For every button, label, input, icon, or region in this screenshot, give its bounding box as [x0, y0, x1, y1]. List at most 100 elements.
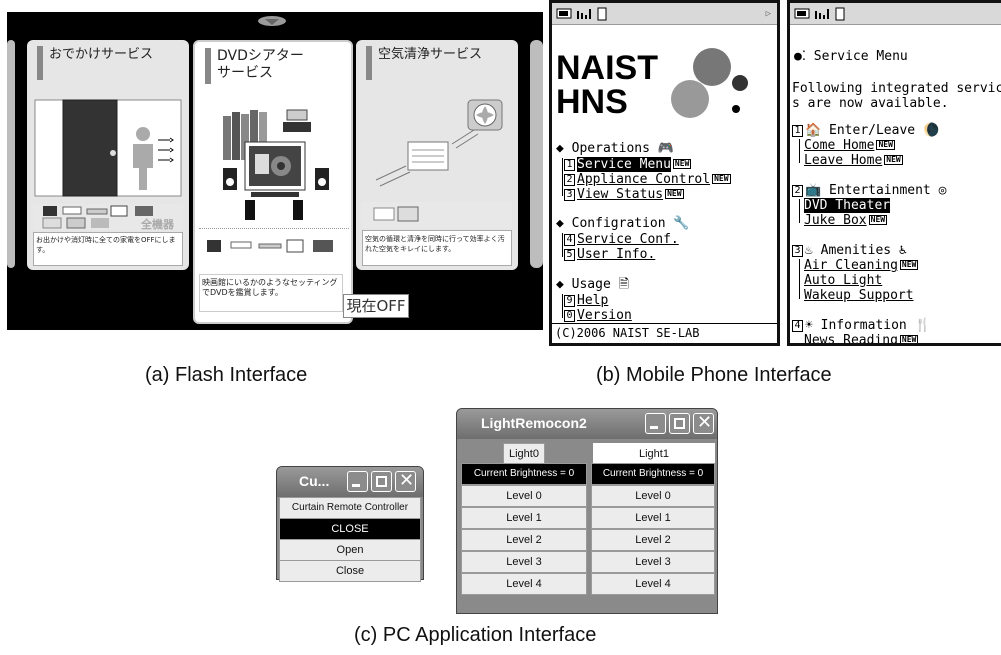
flash-card-air-cleaning-service[interactable]: 空気清浄サービス 空気の循環と清浄を同時に行って効率よく汚れた空気をキレイにしま… [356, 40, 518, 270]
battery-signal-icon [794, 7, 845, 21]
curtain-open-button[interactable]: Open [279, 539, 421, 561]
light1-level2-button[interactable]: Level 2 [591, 529, 715, 551]
document-icon: 🗎 [618, 277, 630, 292]
play-icon: ▷ [765, 9, 771, 19]
disc-icon: ◎ [938, 183, 947, 198]
divider [199, 228, 349, 229]
light0-level0-button[interactable]: Level 0 [461, 485, 587, 507]
light-remocon-window: LightRemocon2 ✕ Light0 Current Brightnes… [456, 408, 718, 614]
card-title: おでかけサービス [49, 47, 154, 62]
curtain-status-label: CLOSE [279, 518, 421, 540]
new-badge: NEW [884, 155, 903, 165]
window-titlebar[interactable]: LightRemocon2 ✕ [457, 409, 717, 439]
logo-dots-icon [671, 48, 748, 118]
caption-mobile: (b) Mobile Phone Interface [596, 364, 832, 386]
minimize-button[interactable] [347, 471, 368, 492]
appliance-icons [42, 205, 153, 229]
light1-level0-button[interactable]: Level 0 [591, 485, 715, 507]
window-titlebar[interactable]: Cu... ✕ [277, 467, 423, 497]
curtain-close-button[interactable]: Close [279, 560, 421, 582]
light1-level4-button[interactable]: Level 4 [591, 573, 715, 595]
caption-pc: (c) PC Application Interface [354, 624, 597, 646]
card-description-box: お出かけや消灯時に全ての家電をOFFにします。 [33, 232, 183, 266]
new-badge: NEW [868, 215, 888, 225]
light1-level1-button[interactable]: Level 1 [591, 507, 715, 529]
curtain-title-label: Curtain Remote Controller [279, 497, 421, 519]
new-badge: NEW [712, 174, 731, 184]
close-window-button[interactable]: ✕ [395, 470, 416, 492]
intro-text: Following integrated service s are now a… [792, 81, 1001, 111]
card-title: 空気清浄サービス [378, 47, 483, 62]
menu-item-auto-light[interactable]: Auto Light [804, 273, 883, 288]
flash-card-dvd-theater-service[interactable]: DVDシアター サービス 映画館にいるかのようなセッティングでDVDを鑑賞します… [193, 40, 353, 324]
light1-label: Light1 [593, 443, 715, 465]
menu-item-dvd-theater[interactable]: DVD Theater [804, 198, 891, 213]
close-window-button[interactable]: ✕ [693, 412, 714, 434]
new-badge: NEW [876, 140, 895, 150]
phone-status-bar: ▷ [552, 3, 777, 25]
all-devices-label: 全機器 [141, 218, 174, 231]
section-usage: ◆ Usage 🗎 [556, 277, 630, 292]
tv-icon: 📺 [805, 183, 822, 198]
appliance-icons [207, 239, 333, 253]
card-description-box: 空気の循環と清浄を同時に行って効率よく汚れた空気をキレイにします。 [362, 230, 512, 266]
phone-status-bar [790, 3, 1001, 25]
minimize-button[interactable] [645, 413, 666, 434]
window-title: Cu... [299, 473, 330, 489]
scroll-up-arrow-icon[interactable] [257, 15, 287, 29]
new-badge: NEW [665, 189, 684, 199]
flash-card-outing-service[interactable]: おでかけサービス 全機器 お出かけや消灯時に全ての家電をOFFにします。 [27, 40, 189, 270]
maximize-button[interactable] [371, 471, 392, 492]
house-icon: 🏠 [805, 123, 822, 138]
moon-icon: 🌘 [922, 123, 940, 138]
maximize-button[interactable] [669, 413, 690, 434]
group-amenities: 3♨ Amenities ♿ [792, 243, 907, 258]
card-title: DVDシアター サービス [217, 48, 304, 81]
door-person-illustration [34, 99, 182, 197]
light0-level1-button[interactable]: Level 1 [461, 507, 587, 529]
device-icons-row [362, 202, 512, 228]
light0-level3-button[interactable]: Level 3 [461, 551, 587, 573]
dots-icon: ●⁚ [794, 49, 806, 64]
battery-signal-icon [556, 7, 607, 21]
sun-icon: ☀ [805, 318, 813, 333]
card-description-box: 映画館にいるかのようなセッティングでDVDを鑑賞します。 [199, 274, 343, 312]
wheelchair-icon: ♿ [898, 243, 907, 258]
bath-icon: ♨ [805, 243, 813, 258]
section-operations: ◆ Operations 🎮 [556, 141, 674, 156]
new-badge: NEW [899, 260, 919, 270]
light0-level2-button[interactable]: Level 2 [461, 529, 587, 551]
window-title: LightRemocon2 [481, 415, 587, 431]
copyright-footer: (C)2006 NAIST SE-LAB [552, 323, 777, 343]
close-icon: ✕ [697, 412, 713, 433]
light1-level3-button[interactable]: Level 3 [591, 551, 715, 573]
flash-card-offscreen-left[interactable] [7, 40, 15, 268]
wrench-icon: 🔧 [673, 216, 690, 231]
group-entertainment: 2📺 Entertainment ◎ [792, 183, 946, 198]
appliance-icons [373, 206, 419, 222]
caption-flash: (a) Flash Interface [145, 364, 308, 386]
close-icon: ✕ [399, 470, 415, 491]
home-theater-illustration [223, 109, 329, 220]
fork-knife-icon: 🍴 [914, 318, 931, 333]
menu-item-wakeup-support[interactable]: Wakeup Support [804, 288, 914, 303]
group-information: 4☀ Information 🍴 [792, 318, 931, 333]
light1-brightness: Current Brightness = 0 [591, 463, 715, 485]
light0-level4-button[interactable]: Level 4 [461, 573, 587, 595]
flash-card-offscreen-right[interactable] [530, 40, 543, 268]
gamepad-icon: 🎮 [657, 141, 674, 156]
status-off-button[interactable]: 現在OFF [343, 294, 409, 318]
